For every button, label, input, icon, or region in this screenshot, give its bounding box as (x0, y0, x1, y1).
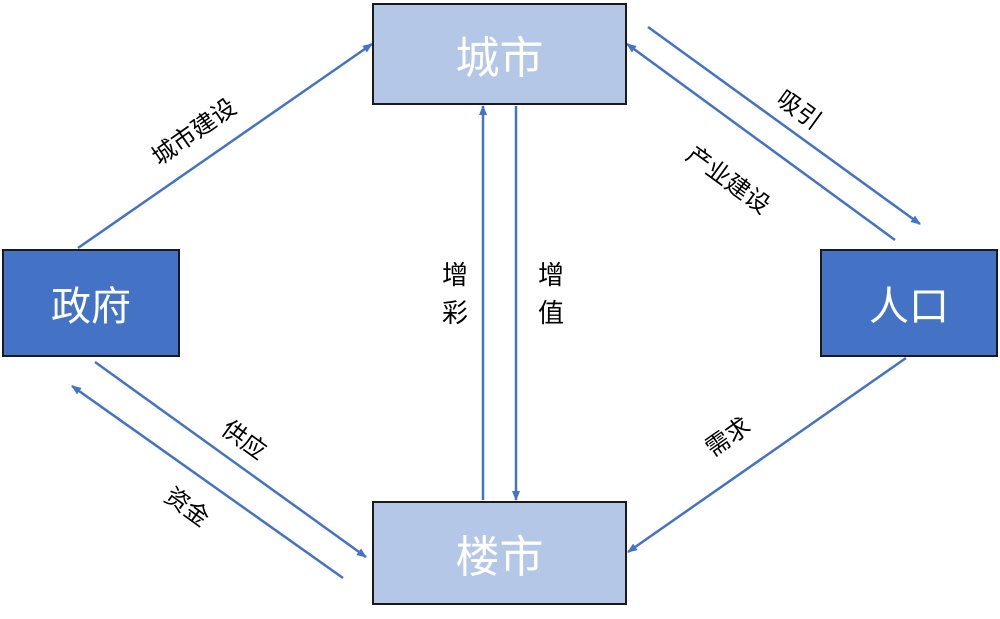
edge-label-boost: 增 彩 (440, 258, 470, 333)
arrow-population-to-housing (627, 356, 907, 554)
edge-label-appreciation-char2: 值 (537, 298, 564, 329)
edge-label-boost-char1: 增 (441, 261, 468, 291)
node-city: 城市 (372, 3, 627, 105)
node-government: 政府 (2, 249, 180, 357)
arrow-population-to-city (626, 42, 896, 242)
node-government-label: 政府 (51, 284, 131, 330)
edge-label-appreciation-char1: 增 (537, 261, 564, 291)
node-housing-market-label: 楼市 (455, 532, 544, 583)
node-population-label: 人口 (869, 284, 949, 330)
node-housing-market: 楼市 (372, 501, 627, 605)
arrow-city-to-population (647, 25, 921, 226)
node-city-label: 城市 (455, 33, 544, 84)
arrow-government-to-housing (94, 360, 367, 559)
arrow-housing-to-government (71, 384, 344, 580)
edge-label-appreciation: 增 值 (536, 258, 566, 333)
edge-label-boost-char2: 彩 (441, 298, 468, 329)
node-population: 人口 (820, 249, 998, 357)
arrow-government-to-city (77, 42, 373, 250)
